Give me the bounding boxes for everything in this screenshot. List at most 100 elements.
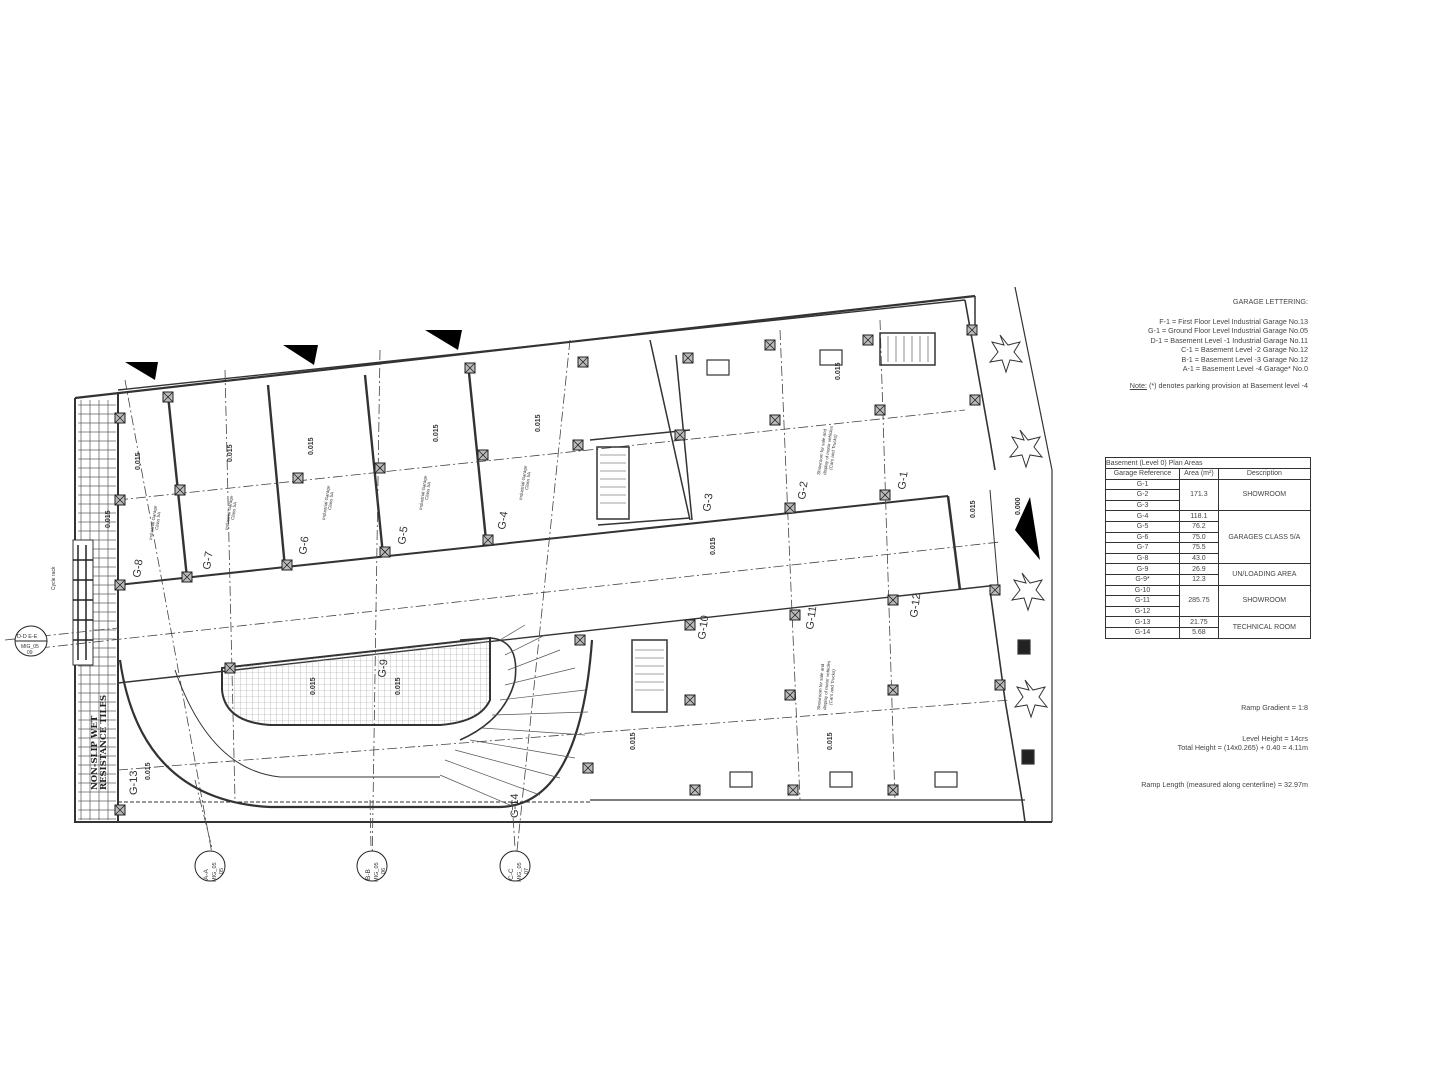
row-ref: G-7 xyxy=(1104,542,1181,554)
structural-columns xyxy=(114,324,1006,816)
entrance-arrow-icons xyxy=(125,330,1040,560)
section-marker-bb[interactable]: B-B MIG_05 06 xyxy=(356,850,388,882)
garage-label-g10: G-10 xyxy=(696,615,711,641)
row-ref: G-14 xyxy=(1104,626,1181,639)
legend-line: D-1 = Basement Level -1 Industrial Garag… xyxy=(1150,335,1308,345)
level-mark-entrance: 0.000 xyxy=(1015,497,1022,515)
cycle-rack-bars xyxy=(73,545,93,660)
ramp-island xyxy=(221,636,491,726)
row-area: 26.9 xyxy=(1179,563,1219,575)
section-marker-de[interactable]: D-D E-E MIG_05 09 xyxy=(14,625,48,657)
section-sheet-label: 07 xyxy=(524,868,530,874)
column-cross xyxy=(966,324,978,336)
table-title: Basement (Level 0) Plan Areas xyxy=(1105,457,1311,469)
row-ref: G-8 xyxy=(1104,552,1181,565)
column-cross xyxy=(114,494,126,506)
level-mark: 0.015 xyxy=(105,510,112,528)
column-cross xyxy=(374,462,386,474)
room-label: (Cars and Trucks) xyxy=(828,669,836,706)
row-description: SHOWROOM xyxy=(1217,478,1312,512)
legend-title: GARAGE LETTERING: xyxy=(1232,297,1308,306)
garage-label-g9: G-9 xyxy=(376,659,390,679)
garage-label-g14: G-14 xyxy=(509,794,521,818)
garage-lettering-legend: GARAGE LETTERING: F-1 = First Floor Leve… xyxy=(1100,297,1308,390)
column-cross xyxy=(862,334,874,346)
ramp-length-note: Ramp Length (measured along centerline) … xyxy=(1141,780,1308,789)
header-description: Description xyxy=(1217,468,1312,480)
building-outline xyxy=(74,286,1053,823)
room-label: Industrial Garage xyxy=(148,505,158,540)
column-cross xyxy=(874,404,886,416)
room-label: Showroom for sale and xyxy=(816,663,825,710)
column-cross xyxy=(764,339,776,351)
column-cross xyxy=(281,559,293,571)
header-area: Area (m²) xyxy=(1179,468,1219,480)
row-area: 5.68 xyxy=(1179,626,1219,639)
corridor-walls xyxy=(117,489,999,684)
legend-line: F-1 = First Floor Level Industrial Garag… xyxy=(1159,316,1308,326)
column-cross xyxy=(477,449,489,461)
column-cross xyxy=(682,352,694,364)
room-descriptions: Industrial Garage Class 5A Industrial Ga… xyxy=(148,425,838,710)
stair-cores xyxy=(596,332,936,713)
row-area: 43.0 xyxy=(1179,552,1219,565)
garage-label-g4: G-4 xyxy=(496,511,510,531)
column-cross xyxy=(292,472,304,484)
garage-label-g3: G-3 xyxy=(701,493,715,513)
section-ref-label: MIG_05 xyxy=(212,862,218,882)
entrance-flag-icon xyxy=(283,345,318,365)
level-mark: 0.015 xyxy=(308,437,315,455)
row-ref: G-1 xyxy=(1104,478,1181,491)
level-mark: 0.015 xyxy=(630,732,637,750)
cycle-rack xyxy=(72,539,94,666)
column-cross xyxy=(789,609,801,621)
room-label: Showroom for sale and xyxy=(816,428,827,475)
stair-treads xyxy=(600,336,929,691)
level-mark: 0.015 xyxy=(433,424,440,442)
level-height-note: Level Height = 14crs xyxy=(1242,734,1308,743)
level-mark: 0.015 xyxy=(310,677,317,695)
column-cross xyxy=(574,634,586,646)
column-cross xyxy=(379,546,391,558)
level-mark: 0.015 xyxy=(145,762,152,780)
legend-line: G-1 = Ground Floor Level Industrial Gara… xyxy=(1147,326,1308,335)
column-cross xyxy=(464,362,476,374)
section-ref-label: MIG_05 xyxy=(374,862,380,882)
level-marks: 0.015 0.015 0.015 0.015 0.015 0.015 0.01… xyxy=(105,362,1022,780)
section-marker-cc[interactable]: C-C MIG_05 07 xyxy=(499,850,531,882)
level-mark: 0.015 xyxy=(970,500,977,518)
row-ref: G-3 xyxy=(1104,499,1181,512)
row-area: 12.3 xyxy=(1179,573,1219,586)
level-mark: 0.015 xyxy=(135,452,142,470)
level-mark: 0.015 xyxy=(835,362,842,380)
garage-label-g13: G-13 xyxy=(128,771,140,795)
garage-label-g5: G-5 xyxy=(396,526,410,546)
column-cross xyxy=(879,489,891,501)
legend-line: B-1 = Basement Level -3 Garage No.12 xyxy=(1181,354,1308,364)
column-cross xyxy=(674,429,686,441)
section-sheet-label: 09 xyxy=(27,650,33,656)
section-sheet-label: 05 xyxy=(219,868,225,874)
column-cross xyxy=(162,391,174,403)
level-mark: 0.015 xyxy=(395,677,402,695)
row-area: 75.5 xyxy=(1179,542,1219,554)
room-label: (Cars and Trucks) xyxy=(828,434,838,471)
row-ref: G-12 xyxy=(1104,605,1181,618)
column-cross xyxy=(969,394,981,406)
garage-labels: G-8 G-7 G-6 G-5 G-4 G-3 G-2 G-1 G-9 G-10… xyxy=(128,471,923,818)
room-label: Class 5A xyxy=(327,492,334,511)
section-cut-label: D-D E-E xyxy=(17,634,38,640)
column-cross xyxy=(684,619,696,631)
column-cross xyxy=(181,571,193,583)
section-cut-label: B-B xyxy=(365,869,372,880)
row-area: 76.2 xyxy=(1179,520,1219,533)
level-mark: 0.015 xyxy=(827,732,834,750)
legend-line: C-1 = Basement Level -2 Garage No.12 xyxy=(1181,345,1308,354)
garage-label-g12: G-12 xyxy=(908,593,923,619)
total-height-note: Total Height = (14x0.265) + 0.40 = 4.11m xyxy=(1177,743,1308,752)
section-marker-aa[interactable]: A-A MIG_05 05 xyxy=(194,850,226,882)
row-description: SHOWROOM xyxy=(1217,584,1312,618)
garage-label-g11: G-11 xyxy=(804,605,819,630)
section-cut-label: A-A xyxy=(203,869,210,881)
